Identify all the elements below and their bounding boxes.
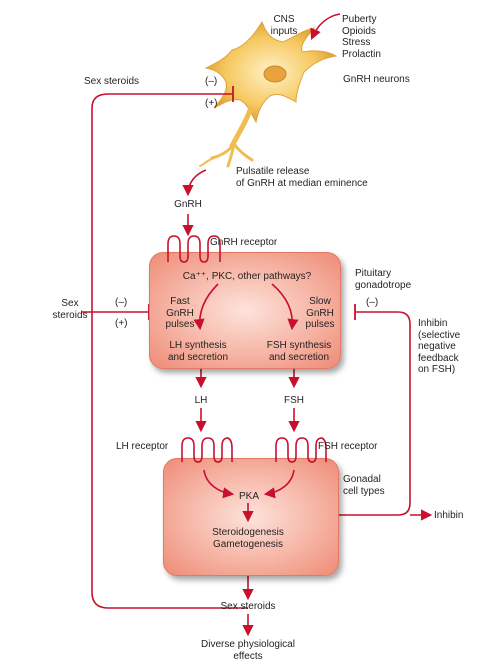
pka-label: PKA bbox=[238, 491, 259, 502]
fsh-receptor-icon bbox=[275, 437, 327, 463]
fsh-receptor-label: FSH receptor bbox=[318, 441, 378, 452]
negative-feedback-1: (–) bbox=[205, 76, 218, 87]
sex-steroids-left-label: Sex steroids bbox=[52, 298, 88, 321]
lh-receptor-label: LH receptor bbox=[116, 441, 169, 452]
gonadal-label: Gonadal cell types bbox=[343, 474, 385, 497]
input-list-label: Puberty Opioids Stress Prolactin bbox=[342, 14, 381, 60]
gnrh-receptor-label: GnRH receptor bbox=[210, 237, 278, 248]
pulsatile-release-label: Pulsatile release of GnRH at median emin… bbox=[236, 166, 368, 189]
fast-pulses-label: Fast GnRH pulses bbox=[165, 296, 195, 330]
cns-inputs-label: CNS inputs bbox=[270, 14, 298, 37]
sex-steroids-top-label: Sex steroids bbox=[84, 76, 140, 87]
slow-pulses-label: Slow GnRH pulses bbox=[305, 296, 335, 330]
positive-feedback-1: (+) bbox=[205, 98, 218, 109]
diverse-effects-label: Diverse physiological effects bbox=[201, 639, 295, 662]
lh-synthesis-label: LH synthesis and secretion bbox=[167, 340, 229, 363]
negative-feedback-3: (–) bbox=[366, 297, 379, 308]
pituitary-label: Pituitary gonadotrope bbox=[355, 268, 412, 291]
gnrh-receptor-icon bbox=[167, 235, 221, 263]
steroidogenesis-label: Steroidogenesis Gametogenesis bbox=[212, 527, 284, 550]
fsh-label: FSH bbox=[284, 395, 304, 406]
inhibin-note-label: Inhibin (selective negative feedback on … bbox=[418, 318, 461, 375]
gnrh-label: GnRH bbox=[174, 199, 202, 210]
sex-steroids-bottom-label: Sex steroids bbox=[220, 601, 276, 612]
pathways-label: Ca⁺⁺, PKC, other pathways? bbox=[182, 271, 312, 282]
inhibin-label: Inhibin bbox=[434, 510, 464, 521]
lh-label: LH bbox=[194, 395, 208, 406]
pituitary-gonadotrope-box bbox=[149, 252, 341, 369]
gnrh-neurons-label: GnRH neurons bbox=[343, 74, 410, 85]
positive-feedback-2: (+) bbox=[115, 318, 128, 329]
fsh-synthesis-label: FSH synthesis and secretion bbox=[266, 340, 332, 363]
lh-receptor-icon bbox=[181, 437, 233, 463]
gnrh-neuron-icon bbox=[199, 20, 338, 168]
negative-feedback-2: (–) bbox=[115, 297, 128, 308]
